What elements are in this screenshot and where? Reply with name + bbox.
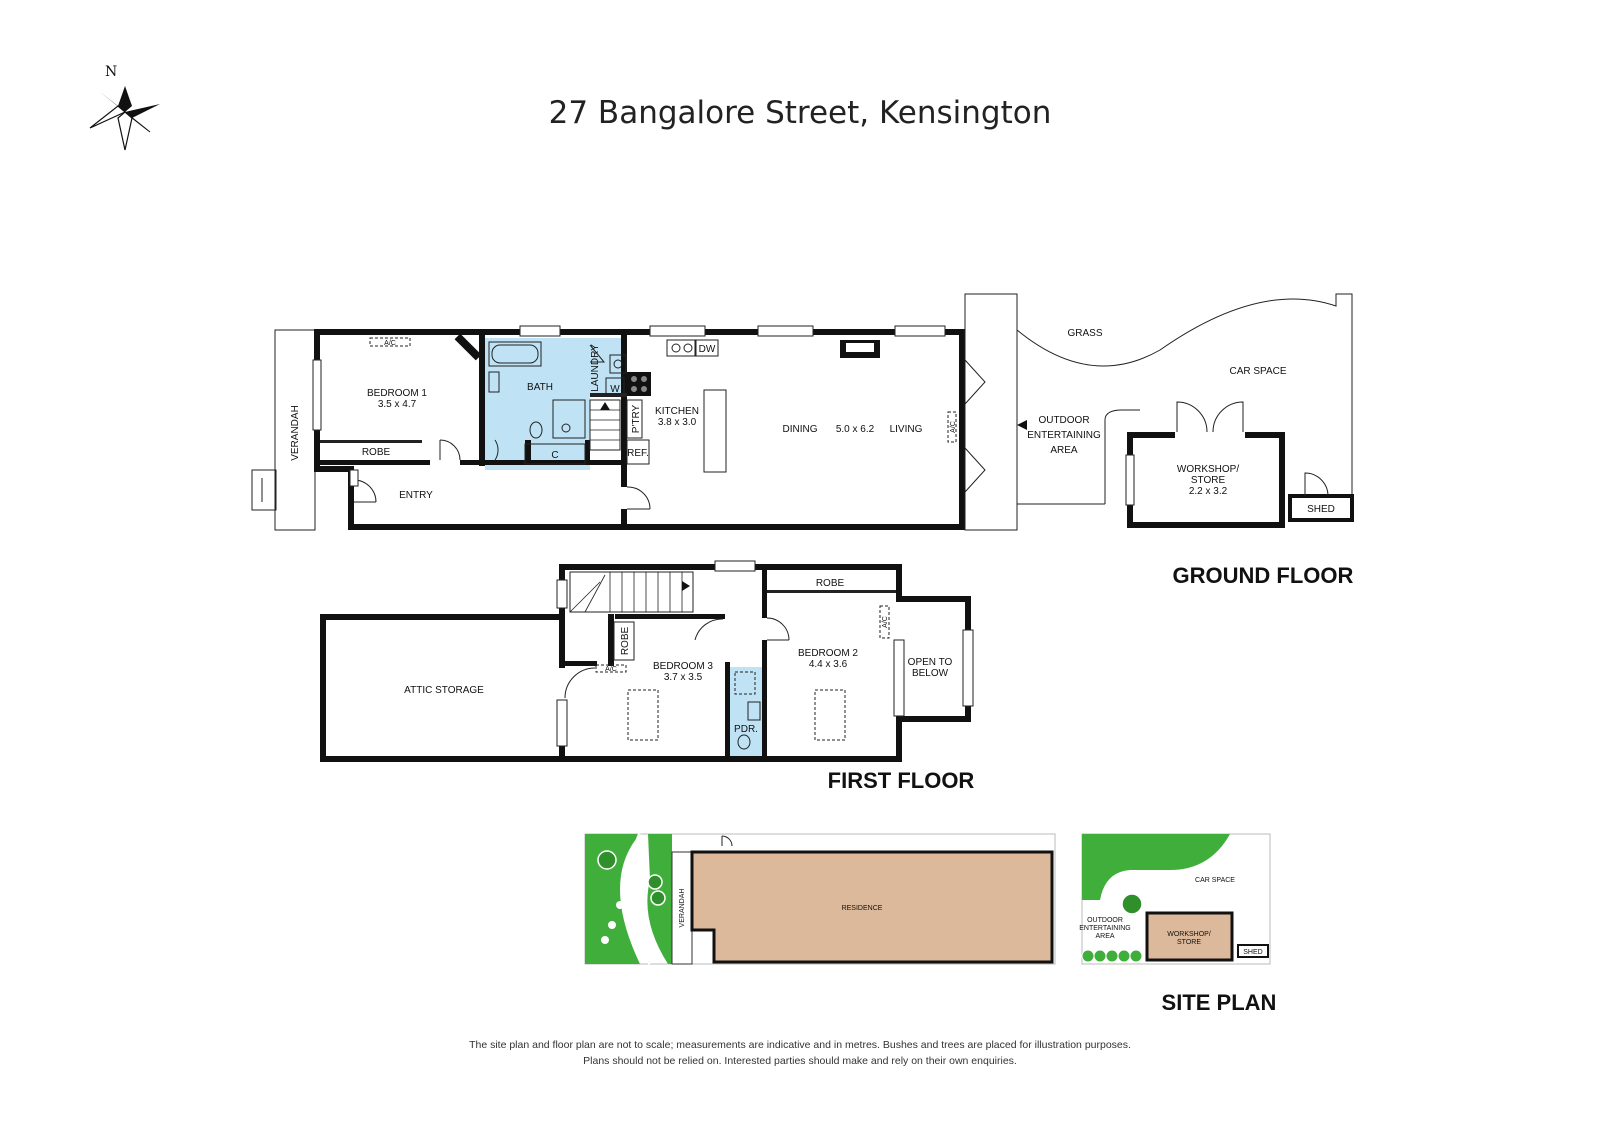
workshop-label-line1: WORKSHOP/	[1177, 464, 1239, 475]
workshop-dims: 2.2 x 3.2	[1189, 486, 1228, 497]
bath-label: BATH	[527, 382, 553, 393]
first-floor-title: FIRST FLOOR	[828, 768, 975, 793]
bedroom1-label: BEDROOM 1	[367, 388, 427, 399]
plan-title: 27 Bangalore Street, Kensington	[549, 95, 1052, 131]
stairs-first	[569, 571, 694, 613]
ground-floor-plan: VERANDAH A/C BEDROOM 1 3.5	[251, 293, 1354, 588]
laundry-wet-area	[590, 338, 627, 393]
stairs-ground	[589, 399, 621, 451]
open-to-below-line1: OPEN TO	[908, 657, 953, 668]
kitchen-dims: 3.8 x 3.0	[658, 417, 697, 428]
site-plan: VERANDAH RESIDENCE CAR SPACE OUTDOOR ENT…	[584, 833, 1277, 1015]
compass-icon: N	[89, 64, 160, 151]
ac-label-living: A/C	[950, 421, 957, 433]
residence-label: RESIDENCE	[842, 905, 883, 912]
washer-label: W	[610, 384, 620, 395]
outdoor-label-line3: AREA	[1050, 445, 1078, 456]
cupboard-c-label: C	[551, 450, 558, 461]
site-verandah-label: VERANDAH	[679, 889, 686, 928]
kitchen-island	[703, 389, 727, 473]
north-label: N	[105, 64, 117, 80]
bedroom2-label: BEDROOM 2	[798, 648, 858, 659]
fridge-label: REF.	[627, 448, 649, 459]
bedroom2-dims: 4.4 x 3.6	[809, 659, 848, 670]
grass-label: GRASS	[1067, 328, 1102, 339]
rear-lawn	[1082, 834, 1230, 900]
outdoor-label-line1: OUTDOOR	[1038, 415, 1089, 426]
residence-footprint	[690, 850, 1054, 964]
site-outdoor-line1: OUTDOOR	[1087, 917, 1123, 924]
living-label: LIVING	[890, 424, 923, 435]
bath-wet-area	[485, 338, 590, 470]
shed-label: SHED	[1307, 504, 1335, 515]
ac-label-bedroom1: A/C	[384, 340, 396, 347]
open-to-below-line2: BELOW	[912, 668, 949, 679]
attic-storage-label: ATTIC STORAGE	[404, 685, 484, 696]
bedroom1-dims: 3.5 x 4.7	[378, 399, 417, 410]
site-workshop-line1: WORKSHOP/	[1167, 931, 1211, 938]
pantry-label: P'TRY	[631, 404, 642, 433]
site-outdoor-line2: ENTERTAINING	[1079, 925, 1130, 932]
robe2-label: ROBE	[816, 578, 845, 589]
site-plan-title: SITE PLAN	[1162, 990, 1277, 1015]
site-workshop	[1145, 911, 1234, 962]
laundry-label: LAUNDRY	[590, 344, 601, 392]
powder-room-label: PDR.	[734, 724, 758, 735]
disclaimer-line2: Plans should not be relied on. Intereste…	[583, 1055, 1017, 1067]
site-workshop-line2: STORE	[1177, 939, 1201, 946]
bedroom3-dims: 3.7 x 3.5	[664, 672, 703, 683]
site-outdoor-line3: AREA	[1095, 933, 1114, 940]
entry-label: ENTRY	[399, 490, 433, 501]
bedroom3-label: BEDROOM 3	[653, 661, 713, 672]
dining-living-dims: 5.0 x 6.2	[836, 424, 875, 435]
front-garden	[585, 834, 640, 964]
kitchen-label: KITCHEN	[655, 406, 699, 417]
robe1-label: ROBE	[362, 447, 391, 458]
site-car-space-label: CAR SPACE	[1195, 877, 1235, 884]
ac-label-bedroom2: A/C	[882, 616, 889, 628]
dishwasher-label: DW	[699, 344, 716, 355]
site-shed-label: SHED	[1243, 949, 1262, 956]
powder-wet-area	[730, 667, 762, 756]
dining-label: DINING	[783, 424, 818, 435]
outdoor-label-line2: ENTERTAINING	[1027, 430, 1101, 441]
verandah-label: VERANDAH	[290, 405, 301, 461]
ground-floor-title: GROUND FLOOR	[1173, 563, 1354, 588]
car-space-label: CAR SPACE	[1229, 366, 1286, 377]
first-floor-plan: ATTIC STORAGE	[320, 560, 975, 793]
disclaimer-line1: The site plan and floor plan are not to …	[469, 1039, 1131, 1051]
workshop-label-line2: STORE	[1191, 475, 1226, 486]
ac-label-bedroom3: A/C	[605, 666, 617, 673]
robe-small-label: ROBE	[620, 627, 631, 656]
